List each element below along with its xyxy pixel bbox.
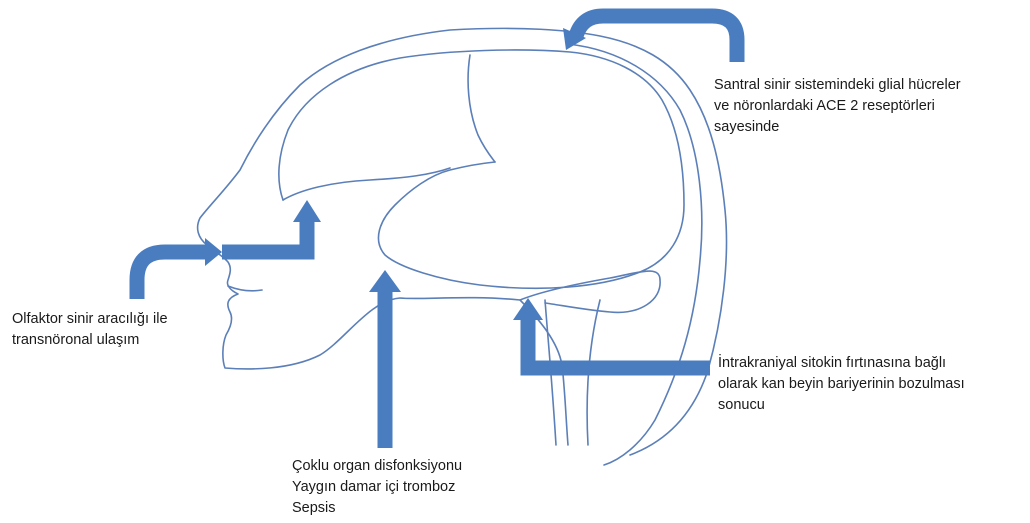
label-olfactory-route: Olfaktor sinir aracılığı ile transnörona… (12, 309, 168, 351)
label-bbb-line-3: sonucu (718, 395, 965, 416)
label-olfactory-line-1: Olfaktor sinir aracılığı ile (12, 309, 168, 330)
label-ace2-line-3: sayesinde (714, 117, 961, 138)
arrow-bbb-head (513, 298, 543, 320)
label-systemic-route: Çoklu organ disfonksiyonu Yaygın damar i… (292, 456, 462, 519)
arrow-bbb-shaft (528, 318, 710, 368)
label-ace2-route: Santral sinir sistemindeki glial hücrele… (714, 75, 961, 138)
arrow-ace2-curve (576, 16, 737, 62)
arrow-systemic-head (369, 270, 401, 292)
label-bbb-line-1: İntrakraniyal sitokin fırtınasına bağlı (718, 353, 965, 374)
label-ace2-line-2: ve nöronlardaki ACE 2 reseptörleri (714, 96, 961, 117)
label-bbb-route: İntrakraniyal sitokin fırtınasına bağlı … (718, 353, 965, 416)
label-bbb-line-2: olarak kan beyin bariyerinin bozulması (718, 374, 965, 395)
cerebrum-frontal-fold (283, 168, 450, 200)
label-systemic-line-2: Yaygın damar içi tromboz (292, 477, 462, 498)
label-systemic-line-1: Çoklu organ disfonksiyonu (292, 456, 462, 477)
arrow-olfactory-curve (137, 252, 208, 299)
arrow-nose-to-brain-head (293, 200, 321, 222)
arrow-olfactory-head (205, 238, 222, 266)
label-olfactory-line-2: transnöronal ulaşım (12, 330, 168, 351)
head-outline (198, 28, 727, 455)
label-ace2-line-1: Santral sinir sistemindeki glial hücrele… (714, 75, 961, 96)
cerebellum-outline (520, 271, 660, 312)
central-sulcus (468, 55, 495, 162)
mouth-line (228, 286, 262, 291)
label-systemic-line-3: Sepsis (292, 498, 462, 519)
head-inner-back-line (568, 44, 702, 465)
arrow-nose-to-brain (222, 220, 307, 252)
cerebrum-outline (279, 50, 684, 288)
